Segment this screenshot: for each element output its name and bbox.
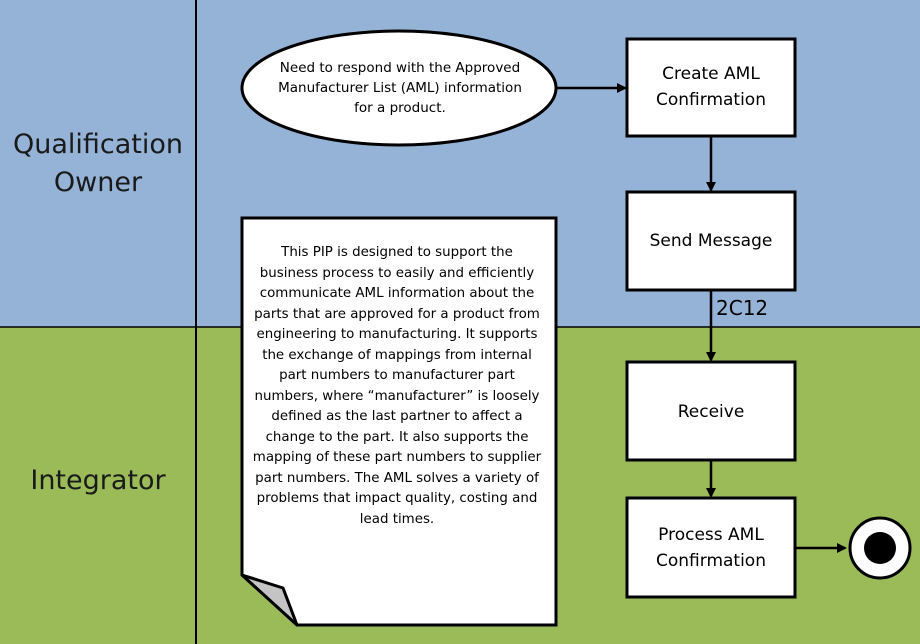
create-label-line1: Create AML — [662, 64, 760, 84]
end-event-icon — [848, 516, 912, 580]
lane-label-qualification-owner: Qualification Owner — [0, 126, 196, 202]
lane-label-line2: Owner — [53, 167, 143, 198]
create-aml-confirmation-box — [625, 37, 797, 138]
send-message-box — [625, 190, 797, 292]
lane-label-line1: Qualification — [12, 129, 184, 160]
process-aml-confirmation-box — [625, 496, 797, 599]
start-event-text: Need to respond with the Approved Manufa… — [278, 60, 522, 116]
note-fold-icon — [240, 573, 299, 627]
process-label-line2: Confirmation — [656, 551, 766, 571]
process-aml-confirmation-label: Process AML Confirmation — [629, 500, 793, 596]
receive-box — [625, 360, 797, 462]
send-message-label: Send Message — [649, 231, 773, 251]
lane-label-integrator: Integrator — [30, 465, 166, 496]
receive-label: Receive — [677, 402, 745, 422]
note-text: This PIP is designed to support the busi… — [252, 245, 542, 527]
message-label-2c12: 2C12 — [716, 296, 769, 320]
create-label-line2: Confirmation — [656, 90, 766, 110]
note-shape — [240, 216, 558, 627]
process-label-line1: Process AML — [658, 525, 764, 545]
create-aml-confirmation-label: Create AML Confirmation — [629, 39, 793, 135]
